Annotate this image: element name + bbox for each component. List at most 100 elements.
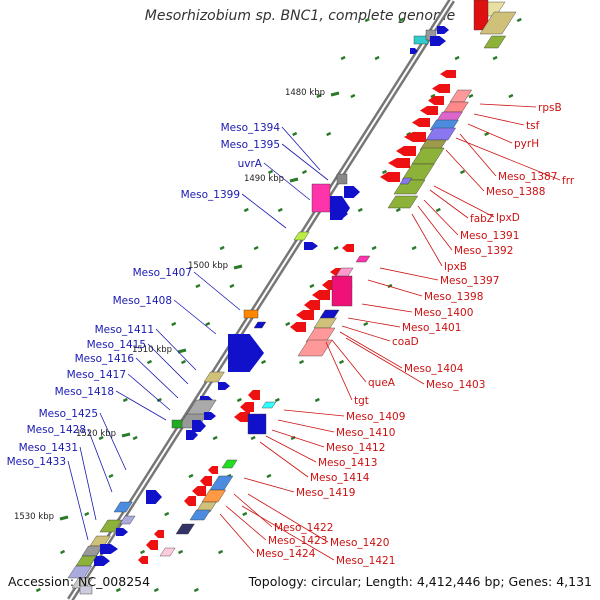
gene-arrow <box>420 106 438 115</box>
leader-line <box>265 435 317 463</box>
tick-mark <box>267 169 274 175</box>
gene-label-minus: lpxD <box>496 212 520 224</box>
leader-line <box>367 279 423 297</box>
tick-mark <box>387 283 393 289</box>
leader-line <box>115 390 167 421</box>
leader-line <box>341 325 391 342</box>
tick-mark <box>314 397 320 403</box>
tick-mark <box>122 397 128 403</box>
gene-block <box>79 585 93 595</box>
tick-mark <box>253 245 259 251</box>
leader-line <box>247 493 329 543</box>
leader-line <box>79 446 97 521</box>
tick-mark <box>218 549 224 555</box>
gene-label-minus: lpxB <box>444 261 467 273</box>
tick-mark <box>178 549 184 555</box>
gene-label-minus: Meso_1409 <box>346 411 405 423</box>
leader-line <box>225 505 267 541</box>
tick-mark <box>193 587 199 593</box>
gene-arrow <box>380 172 400 182</box>
gene-arrow <box>204 412 216 420</box>
tick-mark <box>266 473 272 479</box>
gene-label-minus: Meso_1401 <box>402 322 461 334</box>
backbone-inner <box>69 0 453 600</box>
tick-mark <box>188 473 194 479</box>
gene-label-minus: rpsB <box>538 102 562 114</box>
leader-line <box>379 267 439 281</box>
gene-label-plus: Meso_1415 <box>87 339 146 351</box>
gene-label-minus: tsf <box>526 120 540 132</box>
tick-mark <box>115 587 121 593</box>
gene-arrow <box>440 70 456 78</box>
tick-mark <box>340 55 346 61</box>
tick-mark <box>374 55 380 61</box>
gene-label-minus: Meso_1412 <box>326 442 385 454</box>
gene-label-plus: Meso_1395 <box>221 139 280 151</box>
gene-arrow <box>428 96 444 105</box>
gene-label-plus: uvrA <box>238 158 263 170</box>
tick-mark <box>316 93 322 99</box>
tick-mark <box>243 207 249 213</box>
gene-arrow <box>116 528 128 536</box>
gene-arrow <box>192 420 206 432</box>
tick-mark <box>250 435 256 441</box>
gene-label-plus: Meso_1431 <box>19 442 78 454</box>
tick-mark <box>430 93 436 99</box>
kbp-tick <box>59 515 69 521</box>
gene-block <box>313 317 337 329</box>
leader-line <box>479 103 537 108</box>
tick-mark <box>98 435 104 441</box>
gene-label-plus: Meso_1411 <box>95 324 154 336</box>
leader-line <box>281 126 321 171</box>
accession-label: Accession: NC_008254 <box>8 574 151 589</box>
tick-mark <box>153 587 159 593</box>
tick-mark <box>309 283 315 289</box>
gene-label-minus: Meso_1414 <box>310 472 370 484</box>
gene-block <box>209 475 234 491</box>
leader-line <box>87 428 113 493</box>
gene-label-plus: Meso_1408 <box>113 295 172 307</box>
tick-mark <box>363 321 369 327</box>
gene-arrow <box>154 530 164 538</box>
tick-mark <box>180 359 187 365</box>
gene-label-minus: Meso_1398 <box>424 291 483 303</box>
gene-label-minus: frr <box>562 175 575 187</box>
gene-label-plus: Meso_1425 <box>39 408 98 420</box>
leader-line <box>259 441 309 478</box>
tick-mark <box>195 283 201 289</box>
tick-mark <box>492 55 498 61</box>
gene-label-minus: tgt <box>354 395 369 407</box>
gene-arrow <box>304 242 318 250</box>
kbp-label: 1520 kbp <box>76 429 116 439</box>
kbp-tick <box>233 264 243 270</box>
gene-label-minus: Meso_1387 <box>498 171 557 183</box>
gene-label-minus: Meso_1400 <box>414 307 473 319</box>
leader-line <box>271 429 325 448</box>
gene-label-minus: Meso_1419 <box>296 487 355 499</box>
gene-block <box>335 267 354 277</box>
gene-label-minus: Meso_1422 <box>274 522 333 534</box>
gene-arrow <box>208 466 218 474</box>
gene-label-plus: Meso_1399 <box>181 189 240 201</box>
gene-arrow <box>290 322 306 332</box>
tick-mark <box>292 131 298 137</box>
gene-arrow <box>200 476 212 486</box>
gene-label-minus: coaD <box>392 336 419 348</box>
gene-arrow <box>146 540 158 550</box>
gene-block <box>483 35 507 49</box>
leader-line <box>193 271 241 311</box>
kbp-tick <box>330 91 340 97</box>
tick-marks <box>35 17 522 593</box>
tick-mark <box>516 17 522 23</box>
gene-arrow <box>192 486 206 496</box>
gene-block <box>473 0 489 31</box>
gene-block <box>425 127 457 141</box>
gene-arrow <box>412 118 430 127</box>
leader-line <box>67 460 89 541</box>
leader-line <box>345 337 425 385</box>
leader-line <box>173 299 217 335</box>
gene-arrow <box>404 132 426 142</box>
tick-mark <box>60 549 66 555</box>
gene-label-plus: Meso_1433 <box>7 456 66 468</box>
